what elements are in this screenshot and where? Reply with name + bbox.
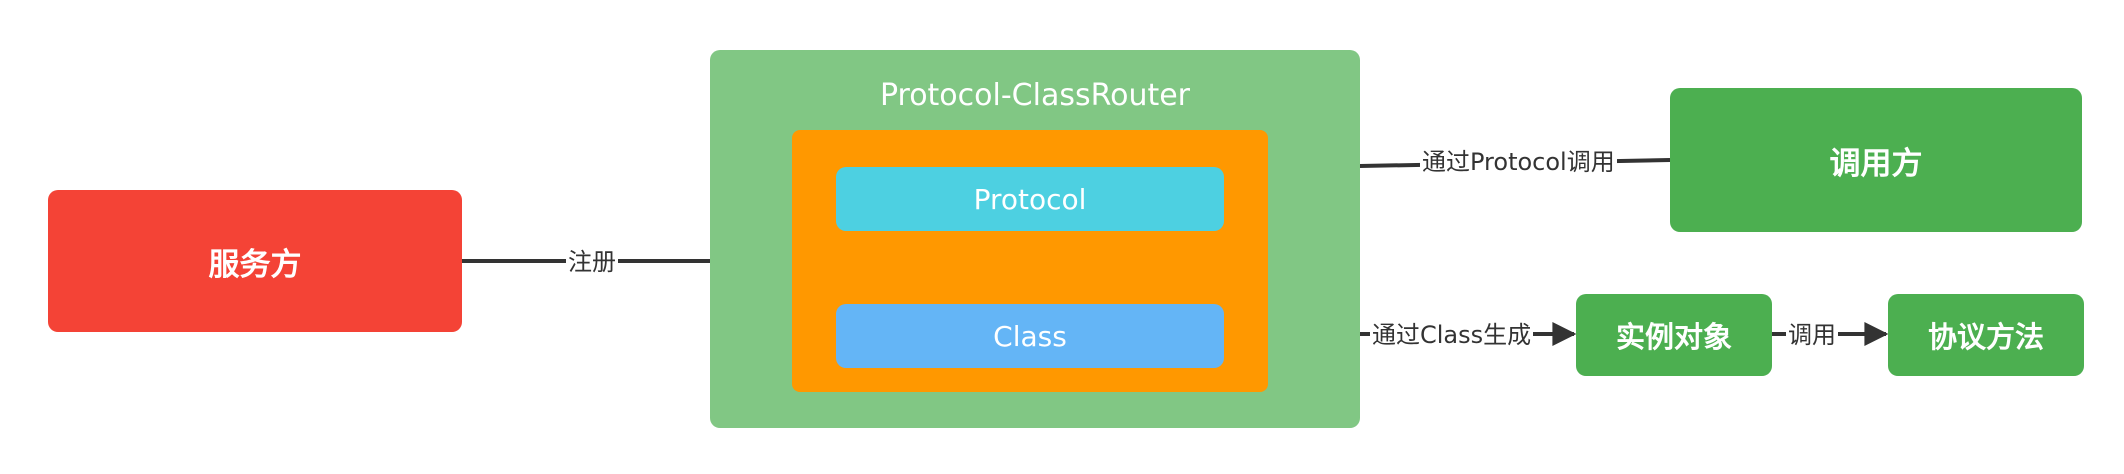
instance-node: 实例对象 — [1576, 294, 1772, 376]
via-class-edge-label: 通过Class生成 — [1370, 320, 1534, 350]
register-edge-label: 注册 — [566, 247, 618, 277]
caller-node: 调用方 — [1670, 88, 2082, 232]
caller-label: 调用方 — [1829, 145, 1923, 182]
protocol-label: Protocol — [973, 182, 1087, 216]
protocol-node: Protocol — [836, 167, 1224, 231]
service-provider-node: 服务方 — [48, 190, 462, 332]
protocol-method-node: 协议方法 — [1888, 294, 2084, 376]
protocol-method-label: 协议方法 — [1927, 320, 2044, 354]
router-title: Protocol-ClassRouter — [879, 78, 1191, 113]
class-node: Class — [836, 304, 1224, 368]
class-label: Class — [993, 319, 1067, 353]
service-provider-label: 服务方 — [208, 246, 302, 283]
call-edge-label: 调用 — [1786, 320, 1838, 350]
instance-label: 实例对象 — [1615, 320, 1732, 354]
via-protocol-edge-label: 通过Protocol调用 — [1420, 147, 1617, 177]
